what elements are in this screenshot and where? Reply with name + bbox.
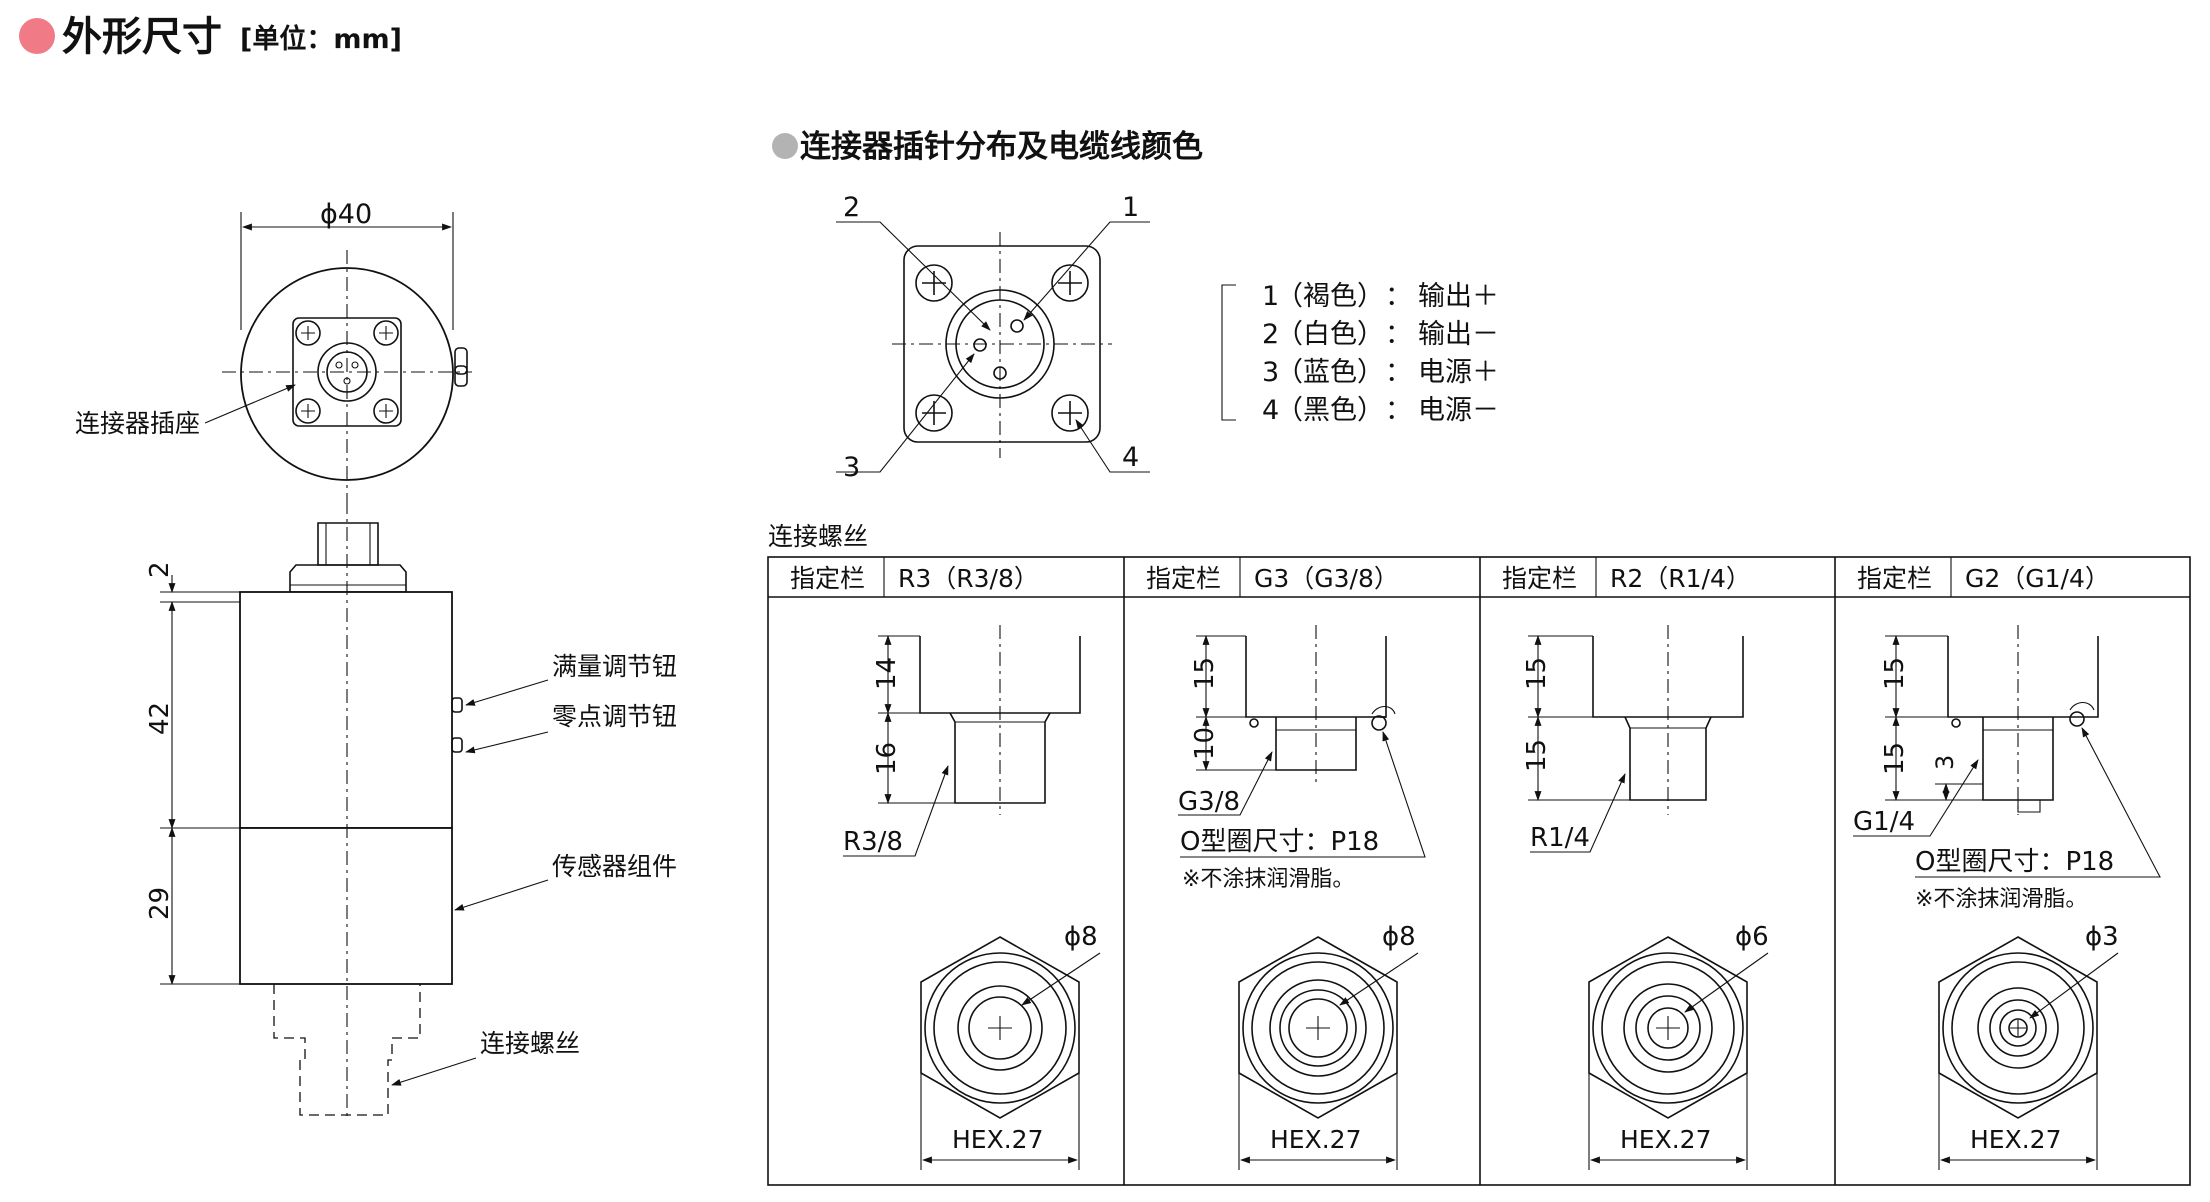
spec-value-1: R3（R3/8） — [898, 564, 1039, 593]
bore-r3: ϕ8 — [1064, 922, 1098, 952]
hex-r3: HEX.27 — [952, 1125, 1043, 1154]
dim-g3-a: 15 — [1190, 657, 1220, 690]
spec-label-3: 指定栏 — [1502, 564, 1577, 593]
oring-g2: O型圈尺寸：P18 — [1915, 847, 2114, 877]
oring-g3: O型圈尺寸：P18 — [1180, 827, 1379, 857]
svg-text:（黑色）: （黑色） — [1276, 395, 1384, 426]
thread-profile-g2: 15 15 3 G1/4 O型圈尺寸：P18 ※不涂抹润滑脂。 — [1853, 625, 2161, 912]
screw-icon — [915, 264, 1089, 432]
screw-icon — [295, 320, 399, 424]
svg-text:（褐色）: （褐色） — [1276, 281, 1384, 312]
svg-text:电源＋: 电源＋ — [1418, 357, 1499, 388]
thread-table-caption: 连接螺丝 — [768, 522, 868, 551]
hex-view-r2: ϕ6 HEX.27 — [1588, 922, 1769, 1170]
svg-text:：: ： — [1385, 357, 1412, 388]
spec-label-1: 指定栏 — [790, 564, 865, 593]
note-g3: ※不涂抹润滑脂。 — [1182, 867, 1354, 892]
hex-view-g2: ϕ3 HEX.27 — [1938, 922, 2119, 1170]
dim-42: 42 — [145, 702, 175, 735]
legend-row-2: 2 （白色） ： 输出－ — [1262, 319, 1499, 350]
bore-g3: ϕ8 — [1382, 922, 1416, 952]
spec-label-4: 指定栏 — [1857, 564, 1932, 593]
dim-g3-b: 10 — [1190, 727, 1220, 760]
top-view: ϕ40 连接器插座 — [75, 199, 472, 500]
section-bullet-icon — [772, 133, 798, 159]
page-title: 外形尺寸 — [62, 14, 222, 60]
hex-g3: HEX.27 — [1270, 1125, 1361, 1154]
thread-profile-r2: 15 15 R1/4 — [1522, 625, 1744, 853]
legend-row-3: 3 （蓝色） ： 电源＋ — [1262, 357, 1499, 388]
connect-thread-label: 连接螺丝 — [480, 1029, 580, 1058]
legend-row-1: 1 （褐色） ： 输出＋ — [1262, 281, 1499, 312]
dim-g2-b: 15 — [1880, 742, 1910, 775]
dim-r2-b: 15 — [1522, 739, 1552, 772]
dim-g2-c: 3 — [1931, 755, 1959, 770]
thread-label-g3: G3/8 — [1178, 787, 1240, 817]
header-bullet-icon — [19, 18, 55, 54]
svg-text:3: 3 — [1262, 357, 1279, 388]
svg-text:：: ： — [1385, 281, 1412, 312]
spec-label-2: 指定栏 — [1146, 564, 1221, 593]
spec-value-2: G3（G3/8） — [1254, 564, 1399, 593]
full-adjust-label: 满量调节钮 — [552, 652, 677, 681]
spec-value-4: G2（G1/4） — [1965, 564, 2110, 593]
dim-2: 2 — [145, 561, 175, 578]
svg-text:：: ： — [1385, 395, 1412, 426]
bore-g2: ϕ3 — [2085, 922, 2119, 952]
connector-pin-diagram: 2 1 3 4 — [836, 192, 1150, 483]
svg-text:电源－: 电源－ — [1418, 395, 1499, 426]
connector-socket-label: 连接器插座 — [75, 409, 200, 438]
svg-text:（蓝色）: （蓝色） — [1276, 357, 1384, 388]
dim-29: 29 — [145, 887, 175, 920]
pin-legend: 1 （褐色） ： 输出＋ 2 （白色） ： 输出－ 3 （蓝色） ： 电源＋ 4… — [1221, 281, 1499, 426]
svg-text:输出＋: 输出＋ — [1418, 281, 1499, 312]
svg-text:4: 4 — [1262, 395, 1279, 426]
sensor-assembly-label: 传感器组件 — [552, 852, 677, 881]
thread-label-g2: G1/4 — [1853, 807, 1915, 837]
svg-text:1: 1 — [1262, 281, 1279, 312]
svg-text:：: ： — [1385, 319, 1412, 350]
dim-r3-b: 16 — [872, 742, 902, 775]
svg-text:（白色）: （白色） — [1276, 319, 1384, 350]
hex-g2: HEX.27 — [1970, 1125, 2061, 1154]
zero-adjust-label: 零点调节钮 — [552, 702, 677, 731]
pin-number-1: 1 — [1122, 192, 1139, 223]
pin-number-2: 2 — [843, 192, 860, 223]
note-g2: ※不涂抹润滑脂。 — [1915, 887, 2087, 912]
hex-r2: HEX.27 — [1620, 1125, 1711, 1154]
spec-value-3: R2（R1/4） — [1610, 564, 1751, 593]
svg-text:输出－: 输出－ — [1418, 319, 1499, 350]
thread-label-r3: R3/8 — [843, 827, 903, 857]
svg-text:2: 2 — [1262, 319, 1279, 350]
pin-number-4: 4 — [1122, 442, 1139, 473]
hex-view-r3: ϕ8 HEX.27 — [920, 922, 1101, 1170]
thread-profile-r3: 14 16 R3/8 — [843, 625, 1081, 857]
unit-label: [单位：mm] — [240, 23, 402, 55]
thread-table: 指定栏 R3（R3/8） 指定栏 G3（G3/8） 指定栏 R2（R1/4） 指… — [767, 556, 2191, 1186]
bore-r2: ϕ6 — [1735, 922, 1769, 952]
dim-g2-a: 15 — [1880, 657, 1910, 690]
legend-row-4: 4 （黑色） ： 电源－ — [1262, 395, 1499, 426]
pin-number-3: 3 — [843, 452, 860, 483]
connector-section-title: 连接器插针分布及电缆线颜色 — [800, 129, 1203, 165]
dim-r2-a: 15 — [1522, 657, 1552, 690]
thread-label-r2: R1/4 — [1530, 823, 1590, 853]
thread-profile-g3: 15 10 G3/8 O型圈尺寸：P18 ※不涂抹润滑脂。 — [1178, 625, 1426, 892]
dia-label: ϕ40 — [320, 199, 372, 230]
hex-view-g3: ϕ8 HEX.27 — [1238, 922, 1419, 1170]
side-view: 2 42 29 满量调节钮 零点调节钮 传感器组件 连接螺丝 — [145, 500, 677, 1120]
dim-r3-a: 14 — [872, 657, 902, 690]
